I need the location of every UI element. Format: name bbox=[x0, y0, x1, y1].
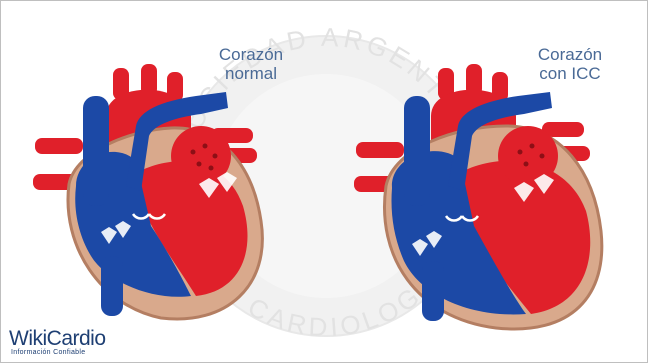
label-icc-line1: Corazón bbox=[518, 45, 622, 64]
wikicardio-logo: WikiCardio Información Confiable bbox=[9, 327, 149, 361]
normal-heart-illustration bbox=[21, 56, 281, 331]
icc-heart-illustration bbox=[346, 56, 616, 336]
label-normal-line1: Corazón bbox=[201, 45, 301, 64]
label-normal-heart: Corazón normal bbox=[201, 45, 301, 83]
label-icc-line2: con ICC bbox=[518, 64, 622, 83]
label-normal-line2: normal bbox=[201, 64, 301, 83]
logo-tagline: Información Confiable bbox=[11, 349, 85, 356]
logo-name: WikiCardio bbox=[9, 327, 106, 351]
label-icc-heart: Corazón con ICC bbox=[518, 45, 622, 83]
